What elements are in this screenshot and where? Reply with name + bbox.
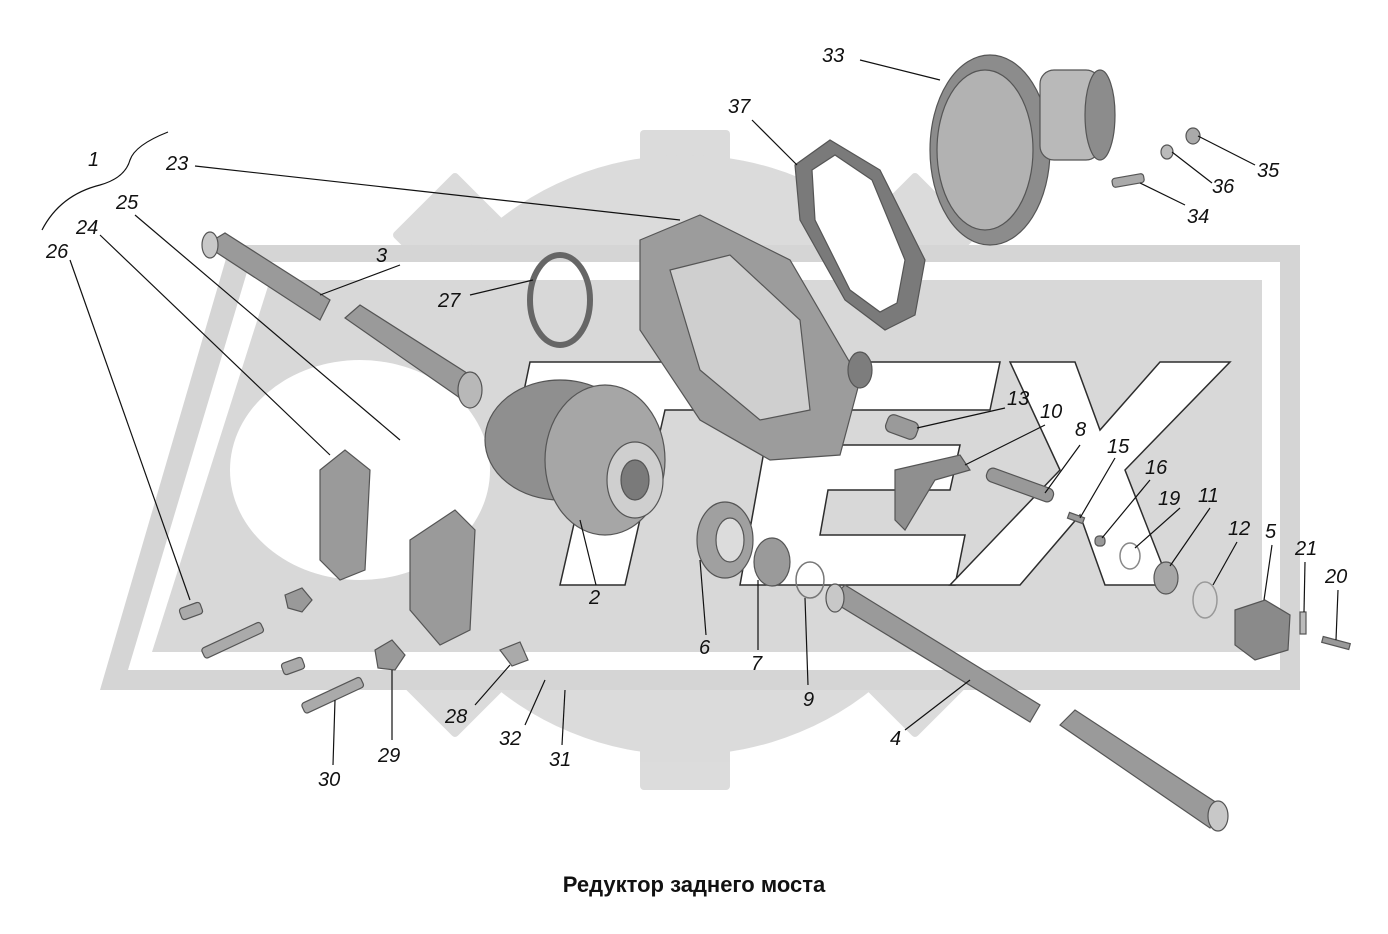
callout-37: 37 [728,96,751,118]
callout-3: 3 [376,245,387,267]
callout-11: 11 [1198,485,1219,507]
callout-28: 28 [444,706,467,728]
callout-25: 25 [115,192,139,214]
lock-plate-upper [284,587,313,613]
ring-19 [1119,542,1141,570]
pin-26 [178,601,204,621]
actuator-5 [1234,599,1291,661]
callout-27: 27 [437,290,461,312]
callout-21: 21 [1294,538,1317,560]
parts [178,54,1352,832]
callout-12: 12 [1228,518,1250,540]
callout-23: 23 [165,153,188,175]
callout-6: 6 [699,637,711,659]
diagram-caption: Редуктор заднего моста [562,872,826,897]
pin-15 [1066,511,1086,525]
pin-21 [1299,611,1307,635]
callout-26: 26 [45,241,69,263]
rod-8 [985,467,1055,503]
callout-10: 10 [1040,401,1062,423]
callout-32: 32 [499,728,521,750]
callout-1: 1 [88,149,99,171]
callout-34: 34 [1187,206,1209,228]
callout-8: 8 [1075,419,1086,441]
callout-24: 24 [75,217,98,239]
differential-2 [484,379,666,536]
seal-11 [1153,561,1179,595]
callout-31: 31 [549,749,571,771]
pin-lower [280,656,306,676]
callout-13: 13 [1007,388,1029,410]
ring-9 [795,561,825,599]
bolt-left-upper [201,621,265,659]
bearing-27 [527,252,593,348]
callout-5: 5 [1265,521,1277,543]
lock-plate-29 [374,639,406,671]
callout-7: 7 [751,653,763,675]
spring-13 [884,414,920,440]
ring-12 [1192,581,1218,619]
pin-34 [1111,173,1145,188]
callout-30: 30 [318,769,340,791]
pin-20 [1320,635,1352,651]
gasket-37 [794,139,926,331]
cap-35 [1185,127,1201,145]
housing-23 [639,214,873,461]
washer-36 [1160,144,1174,160]
gear-7 [753,537,791,587]
half-shaft-3 [201,231,483,409]
bearing-cap-24 [319,449,371,581]
fork-10 [894,454,971,531]
half-shaft-4 [825,583,1229,832]
callout-36: 36 [1212,176,1235,198]
bearing-cap-left [409,509,476,646]
ring-gear-33 [929,54,1116,246]
callout-35: 35 [1257,160,1280,182]
ball-16 [1094,535,1106,547]
callout-15: 15 [1107,436,1130,458]
callout-labels: 1 2 3 4 5 6 7 8 9 10 11 12 13 15 16 19 2… [45,45,1347,791]
callout-2: 2 [588,587,600,609]
callout-20: 20 [1324,566,1347,588]
lock-plate-28 [499,641,529,667]
callout-16: 16 [1145,457,1168,479]
callout-9: 9 [803,689,814,711]
leader-lines [41,59,1339,766]
callout-4: 4 [890,728,901,750]
callout-29: 29 [377,745,400,767]
callout-19: 19 [1158,488,1180,510]
callout-33: 33 [822,45,844,67]
